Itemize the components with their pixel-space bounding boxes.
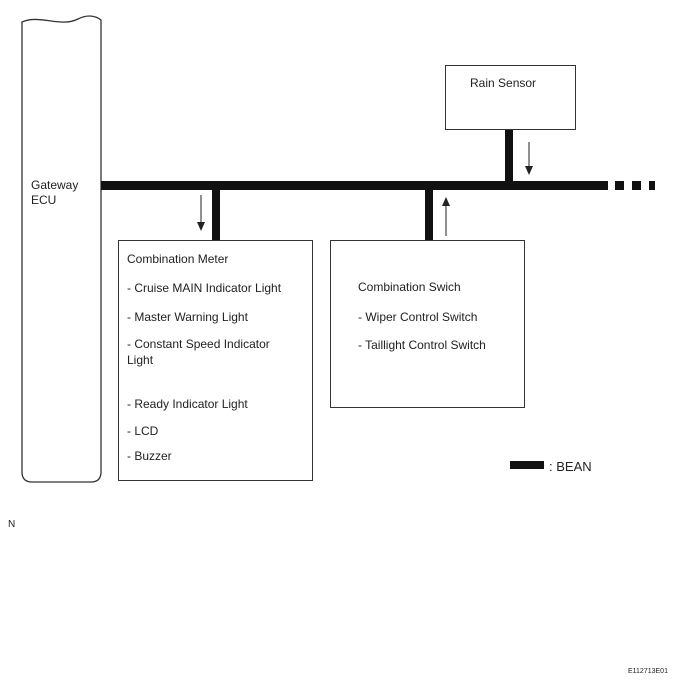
bus-drop-switch [425, 190, 433, 240]
bean-bus-dash [615, 181, 624, 190]
legend-bean-label: : BEAN [549, 459, 592, 474]
gateway-label-line1: Gateway [31, 178, 79, 192]
bean-bus-dash [632, 181, 641, 190]
arrow-up-switch [442, 197, 450, 236]
meter-title: Combination Meter [127, 252, 229, 266]
rain-sensor-label: Rain Sensor [470, 76, 537, 90]
combination-meter-box: Combination Meter - Cruise MAIN Indicato… [118, 240, 313, 481]
bus-drop-rain-sensor [505, 129, 513, 181]
meter-item: - Cruise MAIN Indicator Light [127, 281, 282, 295]
bean-bus-dash [649, 181, 655, 190]
meter-item: - Master Warning Light [127, 310, 248, 324]
meter-item: - LCD [127, 424, 159, 438]
meter-item: - Constant Speed Indicator [127, 337, 270, 351]
switch-item: - Wiper Control Switch [358, 310, 478, 324]
switch-item: - Taillight Control Switch [358, 338, 486, 352]
arrow-down-bus [525, 142, 533, 175]
switch-title: Combination Swich [358, 280, 461, 294]
gateway-ecu-box [21, 15, 102, 483]
meter-item: - Ready Indicator Light [127, 397, 248, 411]
bean-bus-line [101, 181, 608, 190]
note-n: N [8, 519, 16, 530]
figure-id: E112713E01 [628, 668, 668, 675]
meter-item: - Buzzer [127, 449, 172, 463]
rain-sensor-box: Rain Sensor [445, 65, 576, 130]
legend-bean-swatch [510, 461, 544, 469]
arrow-down-meter [197, 195, 205, 231]
meter-item: Light [127, 353, 154, 367]
gateway-label-line2: ECU [31, 193, 57, 207]
bus-drop-meter [212, 190, 220, 240]
combination-switch-box: Combination Swich - Wiper Control Switch… [330, 240, 525, 408]
